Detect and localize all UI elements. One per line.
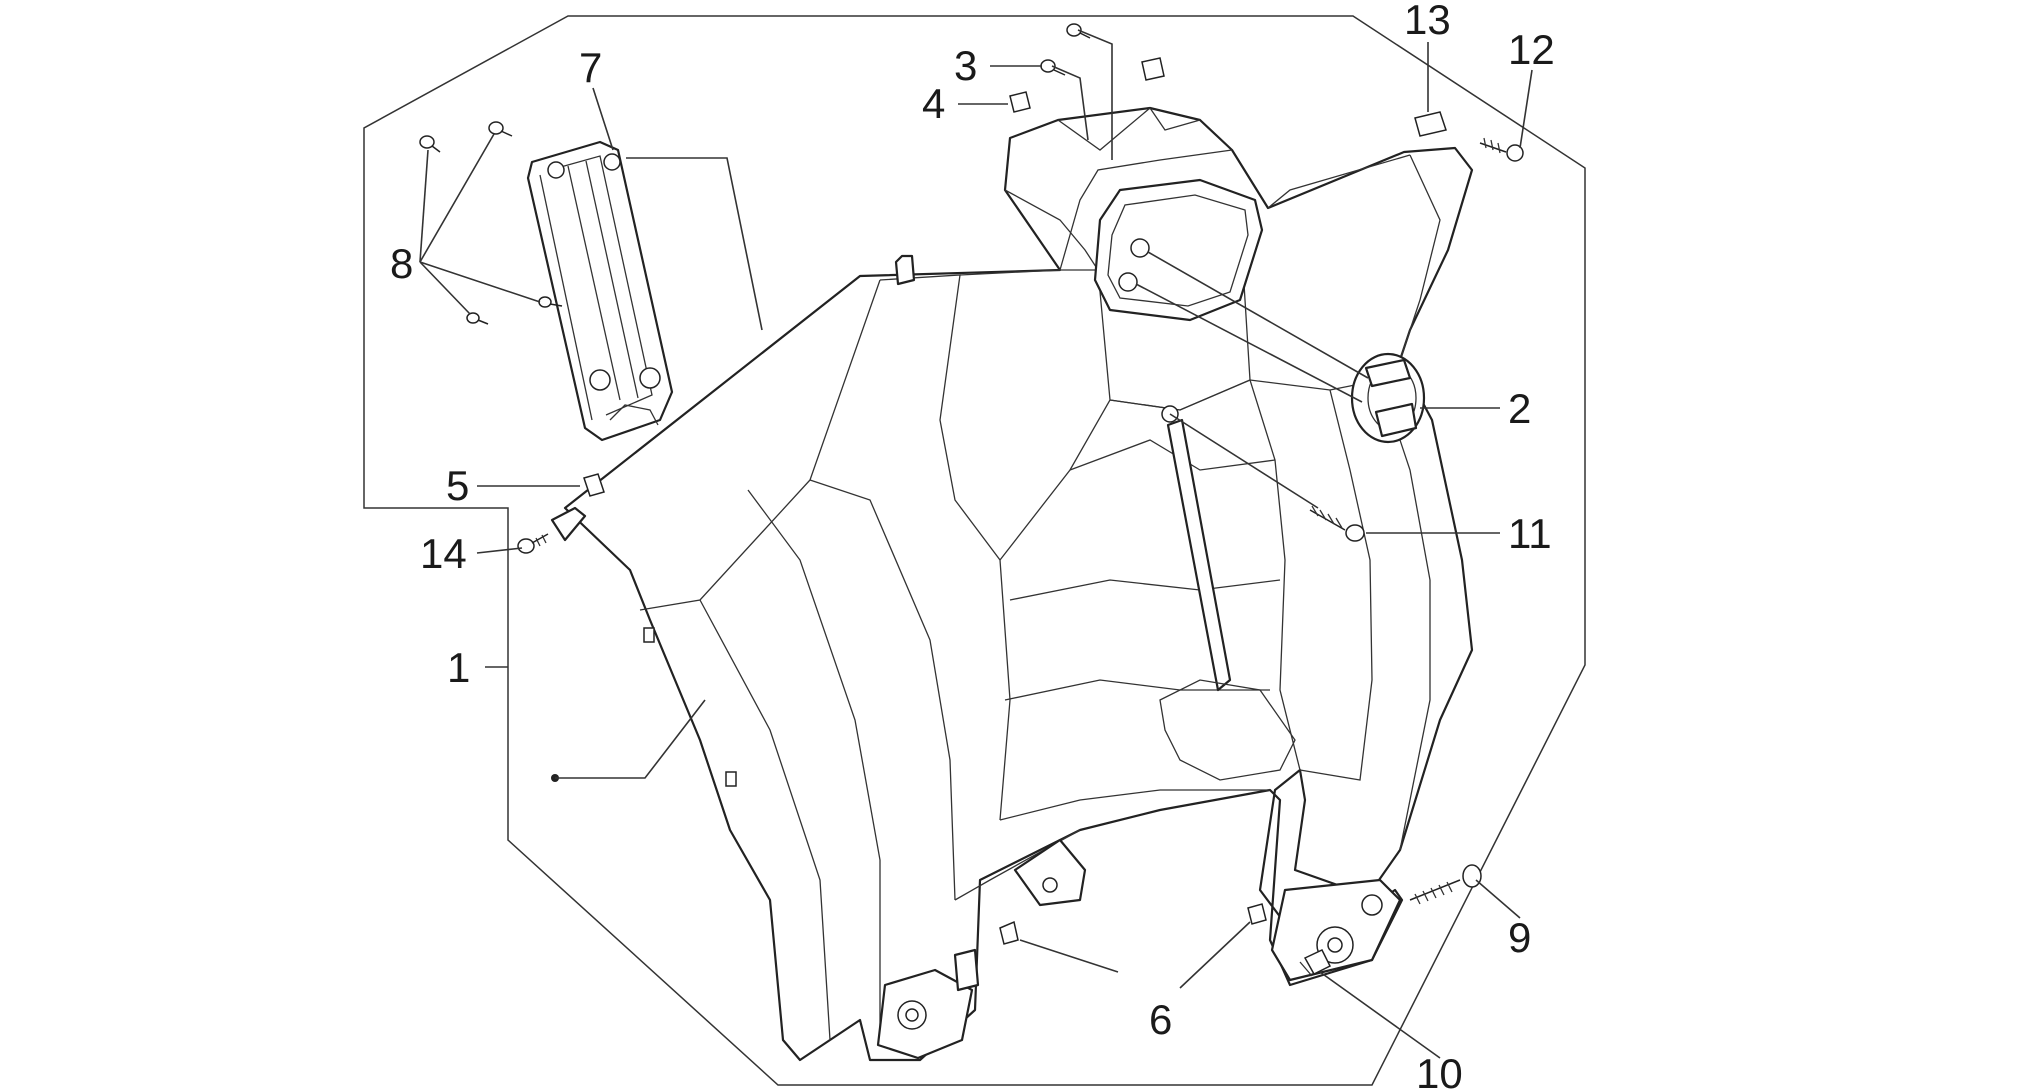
screw-11: [1309, 505, 1365, 542]
cover-plate: [526, 140, 674, 442]
callout-1: 1: [447, 644, 470, 691]
clip-5: [583, 473, 605, 497]
ignition-ring: [1350, 352, 1426, 444]
clip-4: [1009, 91, 1031, 113]
callout-6: 6: [1149, 996, 1172, 1043]
leader-lines: [419, 29, 1533, 1059]
callout-3: 3: [954, 42, 977, 89]
callout-10: 10: [1416, 1050, 1463, 1090]
screws-8: [419, 121, 563, 325]
callout-labels: 1 2 3 4 5 6 7 8 9 10 11 12 13 14: [390, 0, 1555, 1090]
callout-11: 11: [1508, 510, 1552, 557]
screw-3: [1040, 59, 1066, 76]
callout-4: 4: [922, 80, 945, 127]
callout-7: 7: [579, 44, 602, 91]
clip-top: [1141, 57, 1165, 81]
callout-5: 5: [446, 462, 469, 509]
callout-9: 9: [1508, 914, 1531, 961]
callout-13: 13: [1404, 0, 1451, 43]
screw-14: [517, 533, 549, 554]
clips-6: [999, 903, 1267, 945]
clip-10: [1299, 949, 1332, 977]
callout-8: 8: [390, 240, 413, 287]
leg-shield-panel: [550, 106, 1474, 1062]
screw-9: [1409, 864, 1482, 905]
callout-2: 2: [1508, 385, 1531, 432]
clip-13: [1414, 111, 1447, 137]
assembly-frame: [363, 15, 1586, 1086]
callout-12: 12: [1508, 26, 1555, 73]
callout-14: 14: [420, 530, 467, 577]
screw-top: [1066, 23, 1091, 39]
screw-12: [1479, 137, 1524, 162]
